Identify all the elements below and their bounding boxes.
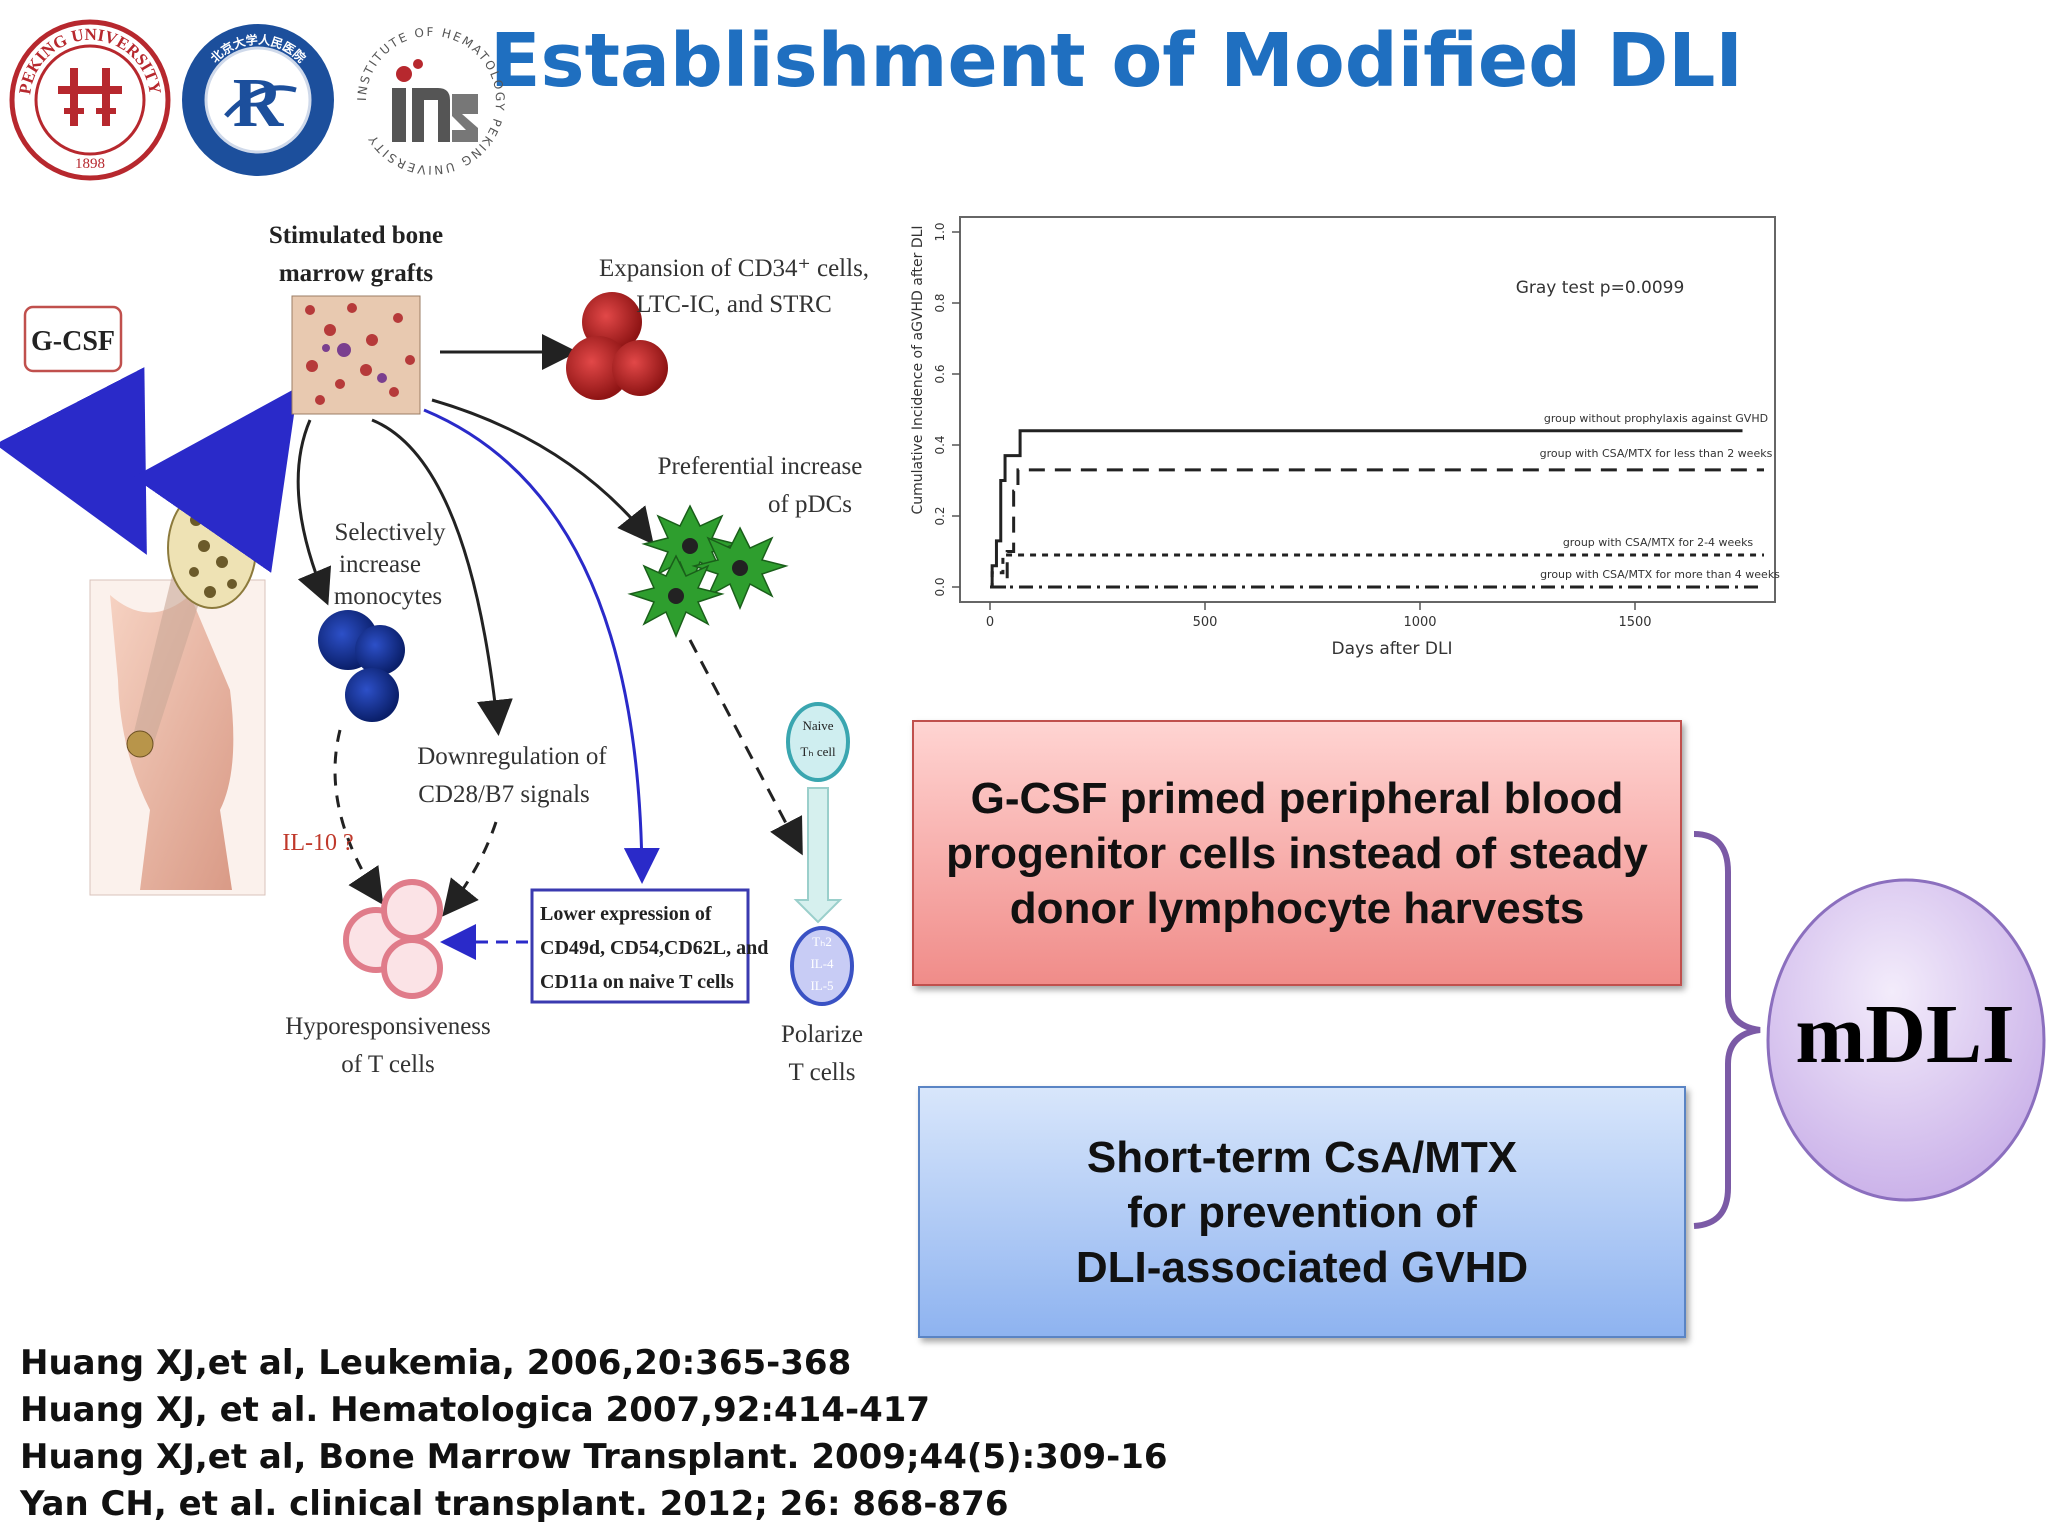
reference-4: Yan CH, et al. clinical transplant. 2012… [20, 1484, 1009, 1524]
polarize-label-1: Polarize [781, 1021, 863, 1048]
institute-hematology-logo: INSTITUTE OF HEMATOLOGY PEKING UNIVERSIT… [355, 25, 507, 177]
pdc-label-1: Preferential increase [658, 453, 863, 480]
polarize-label-2: T cells [789, 1059, 856, 1086]
y-tick-label: 0.4 [933, 435, 947, 454]
dashed-arrow-to-naive [688, 639, 803, 856]
reference-2: Huang XJ, et al. Hematologica 2007,92:41… [20, 1390, 931, 1430]
y-tick-label: 0.8 [933, 293, 947, 312]
mdli-label: mDLI [1795, 988, 2015, 1081]
x-axis: 0 500 1000 1500 [986, 602, 1652, 630]
y-axis: 0.0 0.2 0.4 0.6 0.8 1.0 [933, 222, 960, 597]
curve-series-2 [990, 468, 1764, 589]
plot-curves [990, 429, 1764, 589]
bone-marrow-illustration [167, 487, 257, 609]
dashed-il10-arrow [333, 729, 384, 905]
lower-label-3: CD11a on naive T cells [540, 971, 734, 993]
short-term-csa-box: Short-term CsA/MTX for prevention of DLI… [918, 1086, 1686, 1338]
plot-xlabel: Days after DLI [1331, 639, 1452, 659]
y-tick-label: 0.6 [933, 364, 947, 383]
th2-cell-illustration: Tₕ2 IL-4 IL-5 [790, 926, 854, 1006]
gcsf-primed-box: G-CSF primed peripheral blood progenitor… [912, 720, 1682, 986]
naive-t-cell-illustration: Naive Tₕ cell [786, 702, 850, 782]
red-cells-illustration [566, 292, 668, 400]
short-term-line-3: DLI-associated GVHD [1075, 1242, 1529, 1292]
series-label-1: group without prophylaxis against GVHD [1544, 412, 1768, 425]
grafts-label-2: marrow grafts [279, 260, 434, 287]
th2-label-3: IL-5 [810, 978, 833, 993]
gcsf-primed-text: G-CSF primed peripheral blood progenitor… [946, 773, 1648, 933]
expansion-label-1: Expansion of CD34⁺ cells, [599, 255, 869, 282]
monocytes-label-3: monocytes [334, 583, 442, 610]
reference-3: Huang XJ,et al, Bone Marrow Transplant. … [20, 1437, 1168, 1477]
references: Huang XJ,et al, Leukemia, 2006,20:365-36… [20, 1340, 1168, 1528]
plot-annotation: Gray test p=0.0099 [1516, 278, 1685, 298]
monocyte-cells-illustration [318, 610, 405, 722]
mechanism-diagram: G-CSF Stimulated bone marrow grafts Expa… [0, 222, 869, 1086]
downreg-label-1: Downregulation of [417, 743, 607, 770]
blue-arrow-to-lower-expression [423, 408, 660, 884]
page-title: Establishment of Modified DLI [490, 18, 1743, 104]
hyporesponsive-t-cells-illustration [343, 879, 443, 999]
naive-label-1: Naive [802, 718, 833, 733]
institute-logo-text: INSTITUTE OF HEMATOLOGY PEKING UNIVERSIT… [355, 25, 505, 177]
svg-text:INSTITUTE OF HEMATOLOGY PEKING: INSTITUTE OF HEMATOLOGY PEKING UNIVERSIT… [355, 25, 507, 177]
th2-label-1: Tₕ2 [812, 934, 832, 949]
expansion-label-2: LTC-IC, and STRC [636, 291, 832, 318]
pdc-label-2: of pDCs [768, 491, 852, 518]
stimulated-grafts-image [291, 295, 421, 415]
naive-label-2: Tₕ cell [800, 744, 836, 759]
gcsf-label: G-CSF [31, 326, 115, 357]
hypo-label-1: Hyporesponsiveness [285, 1013, 491, 1040]
series-label-4: group with CSA/MTX for more than 4 weeks [1540, 568, 1780, 581]
brace-and-mdli-ellipse [1693, 831, 2046, 1229]
arrow-to-monocytes [296, 419, 332, 606]
brace-icon [1693, 831, 1761, 1229]
arrow-to-pdc [431, 398, 654, 545]
monocytes-label-2: increase [339, 551, 421, 578]
grafts-label-1: Stimulated bone [269, 222, 443, 249]
arrow-gcsf-to-marrow [0, 367, 147, 555]
downreg-label-2: CD28/B7 signals [418, 781, 590, 808]
peoples-hospital-logo: 北京大学人民医院 R [182, 24, 334, 176]
th2-label-2: IL-4 [810, 956, 834, 971]
peking-university-logo: PEKING UNIVERSITY 1898 [9, 19, 171, 181]
x-tick-label: 1500 [1618, 615, 1651, 630]
arrow-naive-to-th2 [793, 787, 843, 924]
arrow-marrow-to-grafts [133, 387, 298, 573]
plot-ylabel: Cumulative Incidence of aGVHD after DLI [910, 225, 926, 514]
x-tick-label: 1000 [1403, 615, 1436, 630]
y-tick-label: 1.0 [933, 222, 947, 241]
lower-label-1: Lower expression of [540, 903, 712, 925]
series-label-2: group with CSA/MTX for less than 2 weeks [1540, 447, 1773, 460]
curve-series-1 [990, 429, 1743, 589]
monocytes-label-1: Selectively [334, 519, 446, 546]
x-tick-label: 500 [1193, 615, 1218, 630]
short-term-line-2: for prevention of [1127, 1187, 1477, 1237]
incidence-plot: 0.0 0.2 0.4 0.6 0.8 1.0 0 500 1000 1500 Cumulati… [910, 216, 1780, 659]
peking-logo-year: 1898 [75, 156, 105, 172]
hypo-label-2: of T cells [341, 1051, 435, 1078]
arrow-to-downregulation [371, 418, 513, 736]
pdc-cells-illustration [627, 504, 789, 638]
y-tick-label: 0.0 [933, 577, 947, 596]
lower-label-2: CD49d, CD54,CD62L, and [540, 937, 768, 959]
mdli-ellipse [1766, 878, 2046, 1202]
il10-label: IL-10 ? [282, 830, 353, 856]
dashed-downreg-arrow [442, 821, 498, 917]
reference-1: Huang XJ,et al, Leukemia, 2006,20:365-36… [20, 1343, 852, 1383]
y-tick-label: 0.2 [933, 506, 947, 525]
short-term-line-1: Short-term CsA/MTX [1086, 1132, 1518, 1182]
series-label-3: group with CSA/MTX for 2-4 weeks [1563, 536, 1754, 549]
x-tick-label: 0 [986, 615, 994, 630]
